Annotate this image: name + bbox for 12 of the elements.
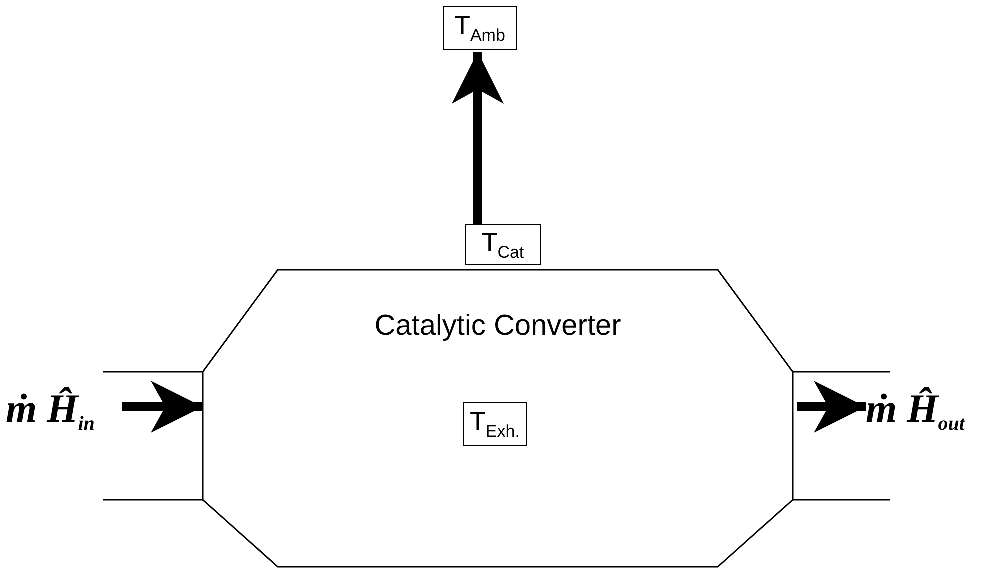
arrow xyxy=(122,381,203,433)
temperature-symbol: T$_{Cat}$ xyxy=(482,226,524,262)
converter-title: Catalytic Converter xyxy=(374,310,622,343)
temperature-symbol: T$_{Exh.}$ xyxy=(470,406,520,442)
temperature-symbol: T$_{Amb}$ xyxy=(454,10,506,46)
arrow xyxy=(797,381,866,433)
temperature-label-box xyxy=(443,6,517,50)
arrow xyxy=(452,52,504,224)
enthalpy-flow-label: ṁ Ĥ$_{out}$ xyxy=(866,384,965,436)
enthalpy-flow-label: ṁ Ĥ$_{in}$ xyxy=(6,384,95,436)
temperature-label-box xyxy=(465,224,541,265)
temperature-label-box xyxy=(463,402,527,446)
